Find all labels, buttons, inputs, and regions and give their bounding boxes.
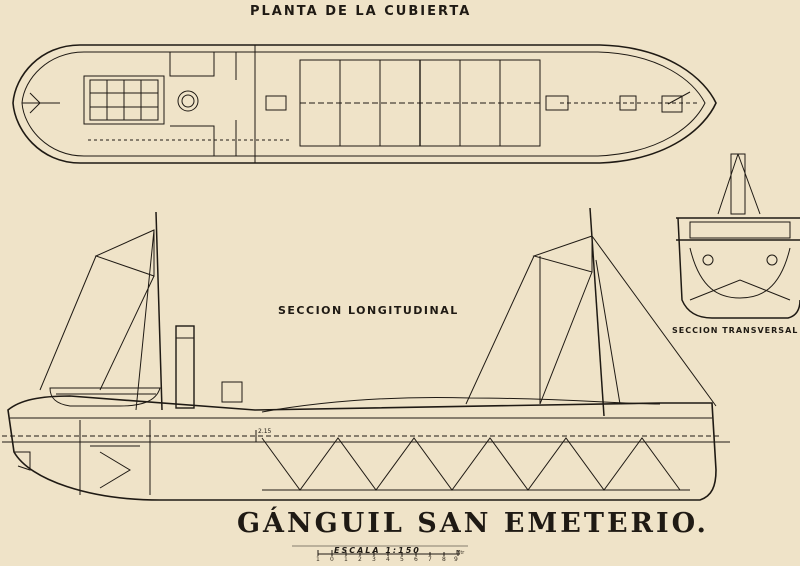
profile-bridge [221, 381, 243, 403]
transversal-section-title: SECCION TRANSVERSAL [672, 326, 799, 335]
profile-hopper-truss [261, 437, 681, 491]
scale-bar [317, 550, 460, 556]
scale-tick-label: 9 [454, 556, 458, 563]
profile-fore-sail [465, 235, 717, 407]
plan-skylight-grid [89, 79, 159, 121]
trans-deckhouse [689, 221, 791, 239]
scale-tick-label: 8 [442, 556, 446, 563]
scale-unit: Mtr [456, 550, 465, 556]
longitudinal-section-title: SECCION LONGITUDINAL [278, 304, 459, 317]
scale-label: ESCALA 1:150 [334, 546, 421, 555]
transversal-section [676, 153, 800, 319]
plan-funnel [177, 90, 199, 112]
profile-funnel [175, 325, 195, 409]
trans-boiler-left [702, 254, 714, 266]
scale-tick-label: 2 [358, 556, 362, 563]
trans-hull [676, 217, 800, 319]
profile-engine-room [79, 420, 151, 495]
plan-winch-aft [265, 95, 287, 111]
plan-engine-casing [169, 51, 237, 156]
ship-name-title: GÁNGUIL SAN EMETERIO. [237, 508, 709, 539]
scale-tick-label: 1 [316, 556, 320, 563]
deck-plan-title: PLANTA DE LA CUBIERTA [250, 4, 472, 19]
plan-deckhouse [83, 75, 165, 125]
trans-funnel [730, 153, 746, 215]
plan-hull-outline [12, 44, 717, 164]
profile-hull [7, 395, 717, 501]
scale-tick-label: 1 [344, 556, 348, 563]
plan-funnel-inner [181, 94, 195, 108]
profile-aft-sail [39, 229, 155, 411]
scale-tick-label: 5 [400, 556, 404, 563]
scale-tick-label: 4 [386, 556, 390, 563]
scale-tick-label: 6 [414, 556, 418, 563]
plan-bulwark-line [21, 51, 706, 157]
plan-anchor [661, 91, 691, 113]
plan-hold-dividers [300, 60, 540, 146]
deck-plan [12, 44, 717, 164]
scale-tick-label: 7 [428, 556, 432, 563]
plan-stern-detail [22, 92, 60, 114]
profile-hold-arch [261, 397, 661, 413]
profile-rudder [14, 451, 31, 471]
draft-mark-label: 2.15 [258, 428, 272, 435]
trans-inner-frame [689, 247, 791, 299]
scale-tick-label: 0 [330, 556, 334, 563]
plan-winch-fore [545, 95, 569, 111]
trans-mast-lines [717, 153, 761, 215]
trans-boiler-right [766, 254, 778, 266]
scale-tick-label: 3 [372, 556, 376, 563]
profile-lifeboat [49, 387, 161, 407]
profile-aft-mast [155, 211, 163, 411]
longitudinal-section [2, 207, 730, 501]
trans-bilge [689, 279, 791, 301]
